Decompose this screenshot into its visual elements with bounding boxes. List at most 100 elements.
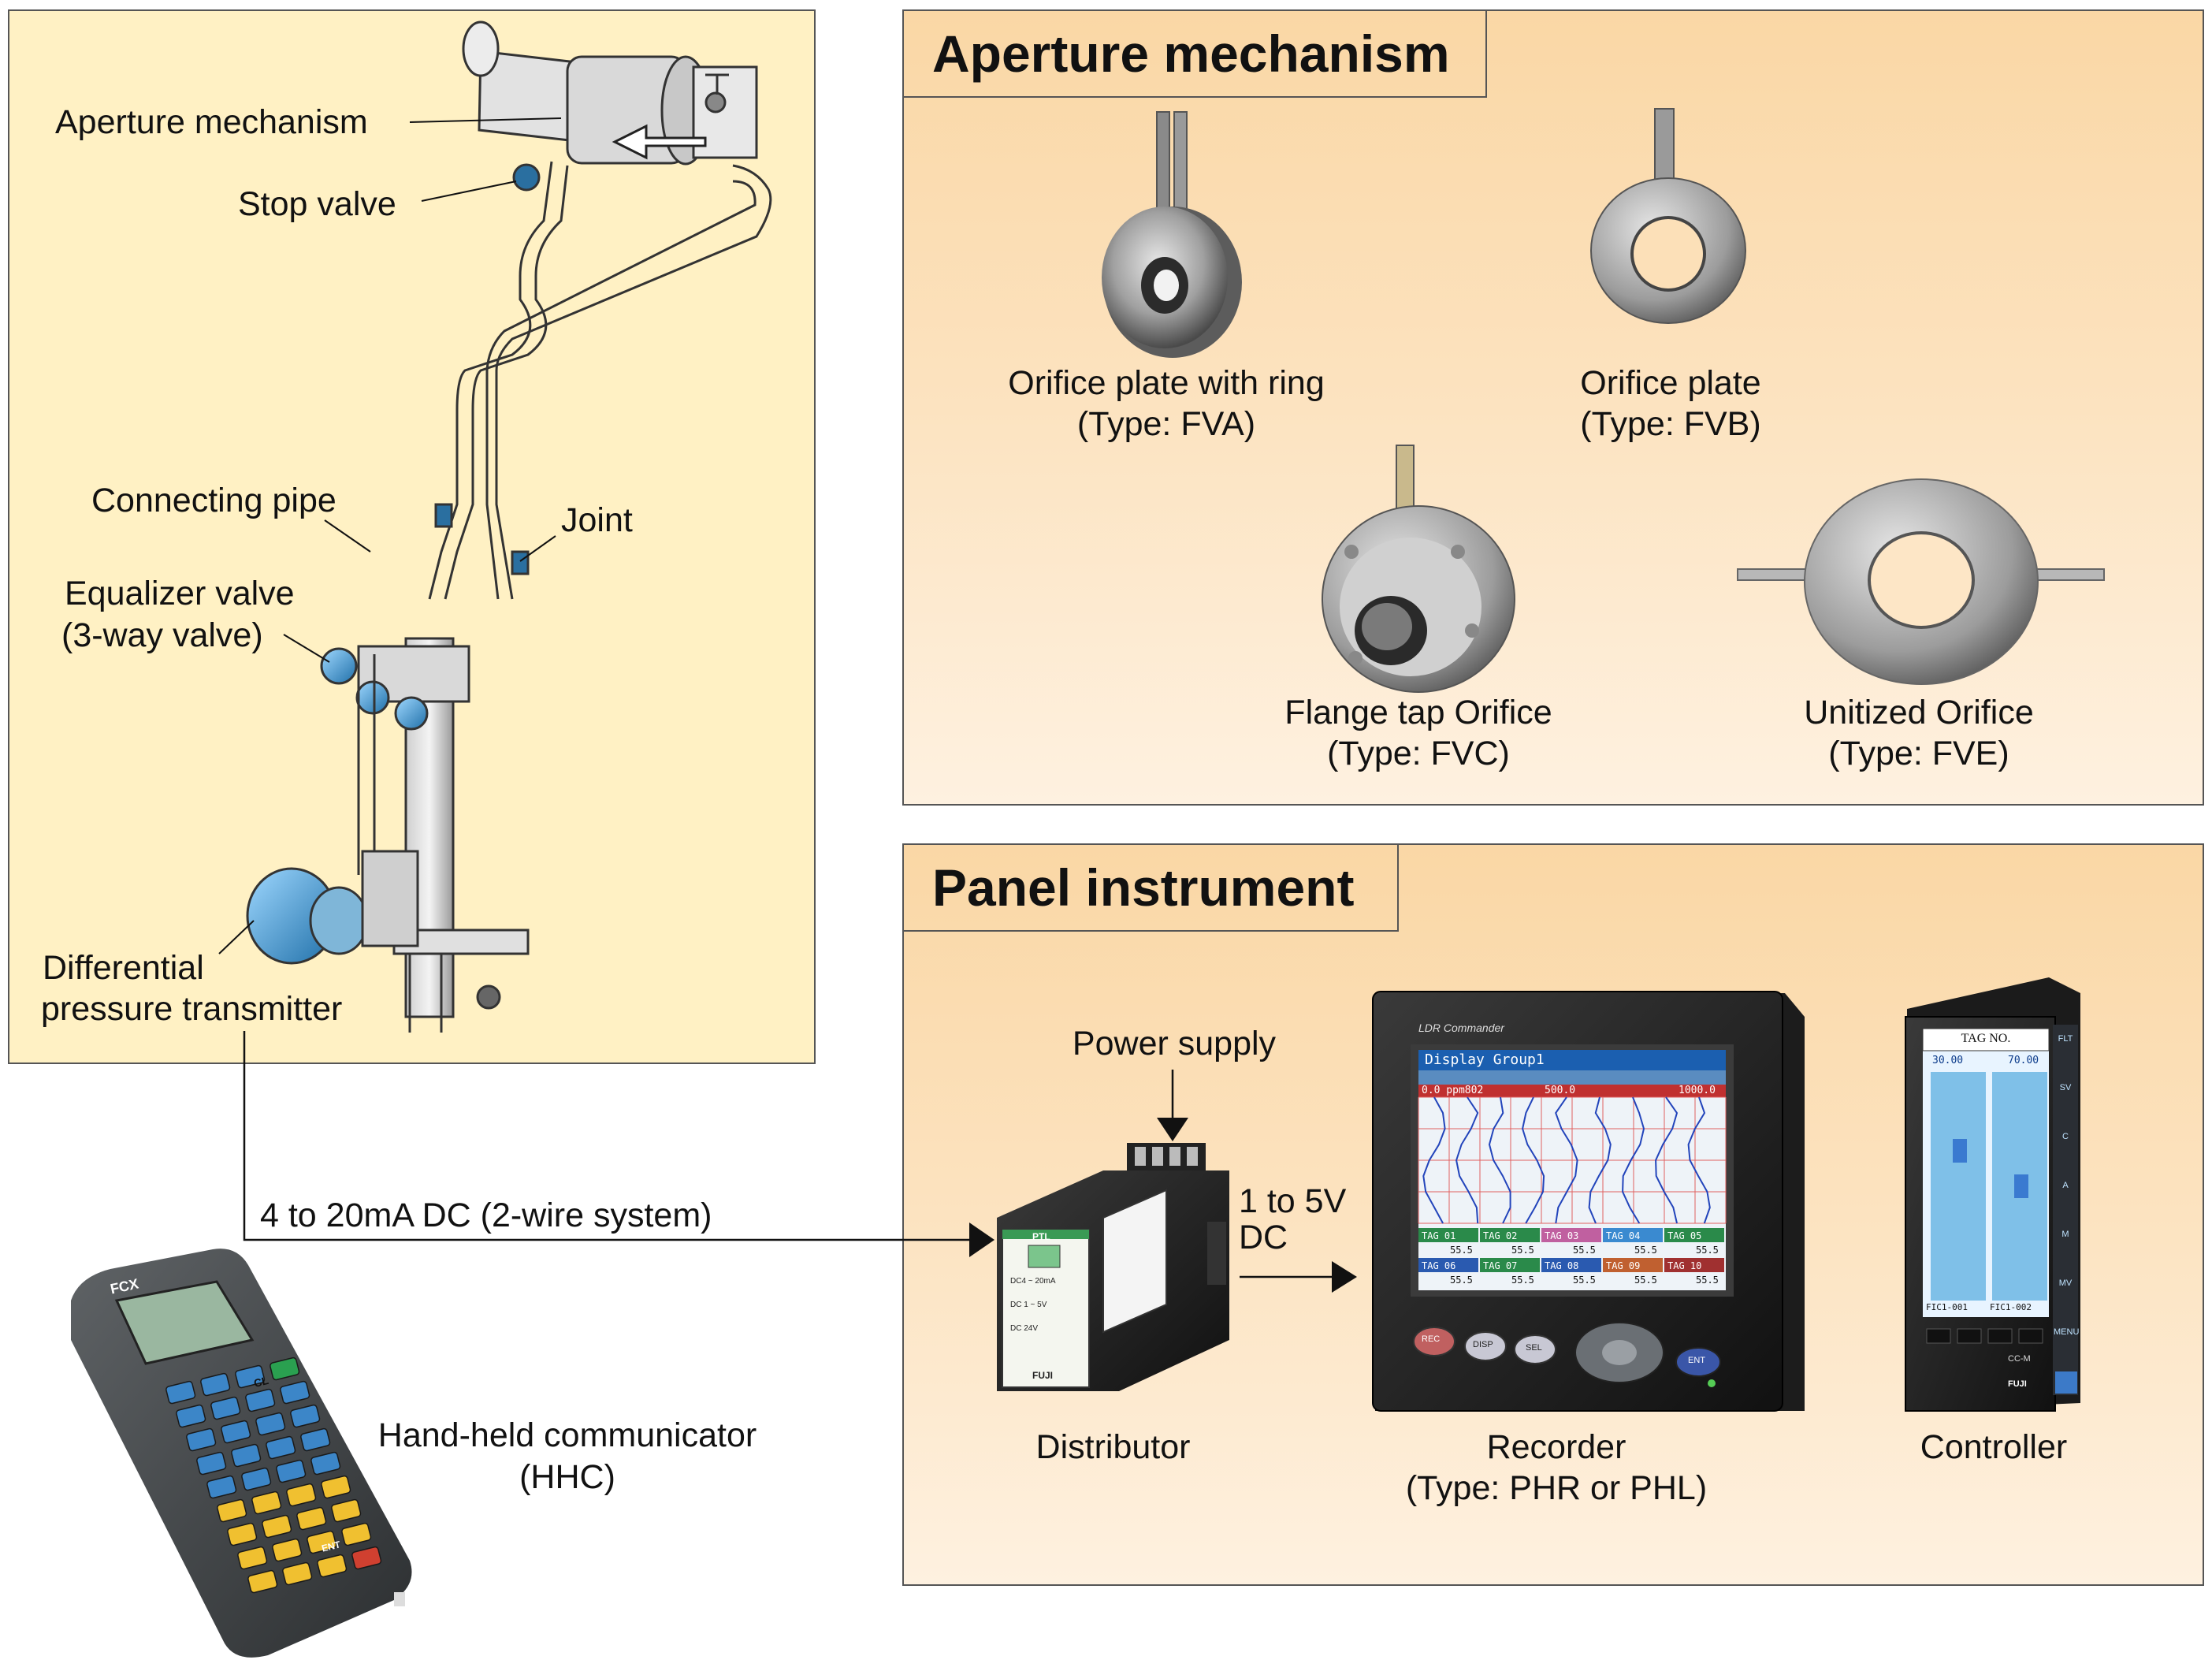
- orifice-fvb-type: (Type: FVB): [1580, 405, 1761, 443]
- tag-header-cell: [1418, 1228, 1478, 1242]
- hhc-key: [245, 1388, 276, 1412]
- voltage-signal-label: 1 to 5V: [1239, 1182, 1347, 1220]
- controller-value-b: 70.00: [2008, 1055, 2039, 1066]
- tag-value: 55.5: [1450, 1245, 1473, 1256]
- hhc-key: [247, 1569, 278, 1594]
- distributor-range-out: DC 1 ~ 5V: [1010, 1301, 1047, 1309]
- orifice-fva-type: (Type: FVA): [1076, 405, 1256, 443]
- hhc-key: [290, 1404, 321, 1428]
- hhc-key: [206, 1475, 237, 1499]
- tag-name: TAG 06: [1422, 1260, 1455, 1271]
- recorder-label: Recorder: [1486, 1428, 1626, 1466]
- tag-value: 55.5: [1634, 1245, 1657, 1256]
- hhc-key: [255, 1412, 286, 1436]
- equalizer-valve-sublabel: (3-way valve): [61, 616, 263, 654]
- distributor-supply: DC 24V: [1010, 1324, 1039, 1333]
- distributor-label: Distributor: [1035, 1428, 1191, 1466]
- trace-line: [1555, 1096, 1578, 1224]
- hhc-key: [217, 1498, 247, 1523]
- hhc-key: [331, 1498, 362, 1523]
- equalizer-valve-label: Equalizer valve: [65, 575, 295, 612]
- trace-line: [1522, 1096, 1545, 1224]
- controller-key: A: [2062, 1181, 2069, 1190]
- controller-label: Controller: [1920, 1428, 2068, 1466]
- hhc-key: [210, 1396, 241, 1420]
- trace-line: [1455, 1096, 1479, 1224]
- orifice-fva-name: Orifice plate with ring: [1008, 364, 1325, 402]
- hhc-key: [196, 1451, 227, 1476]
- trace-line: [1622, 1096, 1645, 1224]
- distributor-model: PTL: [1032, 1231, 1050, 1242]
- hhc-key: [176, 1404, 206, 1428]
- hhc-key: [351, 1546, 382, 1570]
- hhc-key: [200, 1372, 231, 1397]
- controller-model: CC-M: [2008, 1354, 2031, 1364]
- recorder-rec-button: REC: [1422, 1334, 1441, 1344]
- tag-name: TAG 07: [1483, 1260, 1517, 1271]
- tag-value: 55.5: [1450, 1275, 1473, 1286]
- aperture-mechanism-panel: Aperture mechanism: [902, 9, 2204, 806]
- hhc-image: [71, 1249, 412, 1658]
- hhc-key: [321, 1475, 351, 1499]
- recorder-chart-traces: [1422, 1096, 1711, 1224]
- tag-header-cell: [1480, 1228, 1540, 1242]
- distributor-image: [997, 1143, 1229, 1391]
- tag-name: TAG 02: [1483, 1230, 1517, 1241]
- joint-label: Joint: [561, 501, 633, 539]
- dp-transmitter-label: Differential: [43, 949, 204, 987]
- orifice-fva-image: [1102, 111, 1242, 358]
- signal-wiring: [243, 1031, 1357, 1293]
- trace-line: [1588, 1096, 1612, 1224]
- trace-line: [1655, 1096, 1679, 1224]
- tag-value: 55.5: [1696, 1275, 1719, 1286]
- trace-line: [1422, 1096, 1446, 1224]
- hhc-sublabel: (HHC): [519, 1458, 615, 1496]
- hhc-key: [296, 1506, 327, 1531]
- hhc-key: [165, 1380, 196, 1405]
- trace-line: [1488, 1096, 1511, 1224]
- hhc-key: [227, 1522, 258, 1546]
- tag-header-cell: [1603, 1258, 1663, 1272]
- hhc-key: [262, 1514, 292, 1539]
- hhc-key: [317, 1554, 348, 1578]
- aperture-section-title: Aperture mechanism: [902, 9, 1487, 98]
- orifice-fve-name: Unitized Orifice: [1804, 694, 2034, 731]
- tag-value: 55.5: [1511, 1245, 1534, 1256]
- hhc-key: [307, 1530, 337, 1554]
- tag-name: TAG 08: [1545, 1260, 1578, 1271]
- hhc-key: [300, 1427, 331, 1452]
- hhc-key: [341, 1522, 372, 1546]
- controller-key: M: [2061, 1230, 2069, 1239]
- recorder-sel-button: SEL: [1526, 1343, 1542, 1353]
- tag-header-cell: [1541, 1258, 1601, 1272]
- controller-key: MV: [2058, 1278, 2073, 1288]
- hhc-key: [237, 1546, 268, 1570]
- hhc-label: Hand-held communicator: [377, 1416, 757, 1454]
- controller-value-a: 30.00: [1932, 1055, 1964, 1066]
- tag-value: 55.5: [1573, 1245, 1596, 1256]
- controller-key: SV: [2059, 1083, 2072, 1092]
- tag-header-cell: [1603, 1228, 1663, 1242]
- orifice-fvc-image: [1322, 445, 1515, 693]
- tag-name: TAG 04: [1606, 1230, 1640, 1241]
- hhc-key: [280, 1380, 310, 1405]
- voltage-signal-unit: DC: [1239, 1219, 1288, 1256]
- tag-name: TAG 03: [1545, 1230, 1578, 1241]
- hhc-key: [282, 1561, 313, 1586]
- recorder-screen-title: Display Group1: [1425, 1051, 1545, 1068]
- hhc-key: [266, 1435, 296, 1460]
- tag-value: 55.5: [1511, 1275, 1534, 1286]
- hhc-key: [235, 1364, 266, 1389]
- recorder-brand: LDR Commander: [1418, 1022, 1504, 1034]
- trace-line: [1687, 1096, 1711, 1224]
- recorder-type-label: (Type: PHR or PHL): [1405, 1469, 1708, 1507]
- orifice-fvc-name: Flange tap Orifice: [1284, 694, 1552, 731]
- panel-section-title: Panel instrument: [902, 843, 1399, 932]
- aperture-mechanism-label: Aperture mechanism: [55, 103, 368, 141]
- hhc-key: [186, 1427, 217, 1452]
- current-signal-label: 4 to 20mA DC (2-wire system): [260, 1196, 712, 1234]
- tag-value: 55.5: [1634, 1275, 1657, 1286]
- tag-header-cell: [1480, 1258, 1540, 1272]
